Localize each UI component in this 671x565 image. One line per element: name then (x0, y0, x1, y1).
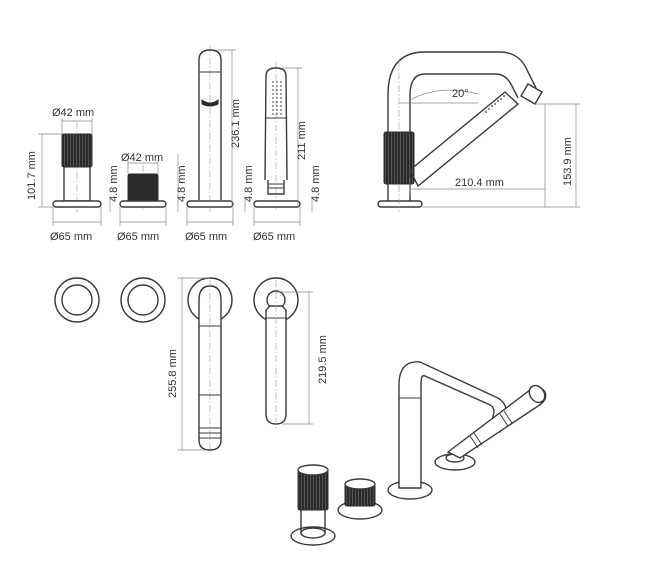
dim-short-knob-base-diameter: Ø65 mm (117, 231, 159, 243)
dim-handshower-height: 211 mm (296, 121, 308, 160)
dim-short-knob-base-height: 4.8 mm (176, 165, 188, 202)
knurled-handle (383, 131, 415, 185)
front-view-short-knob (119, 154, 179, 226)
dim-spout-base-diameter: Ø65 mm (185, 231, 227, 243)
knurled-handle (61, 133, 93, 168)
dim-handshower-base-height: 4.8 mm (310, 165, 322, 202)
dim-top-handshower-length: 219.5 mm (317, 335, 329, 384)
dim-spout-outlet-height: 153.9 mm (562, 137, 574, 186)
dim-top-spout-length: 255.8 mm (167, 349, 179, 398)
perspective-view (290, 361, 547, 546)
dim-short-knob-diameter: Ø42 mm (121, 152, 163, 164)
dim-spout-angle: 20° (452, 88, 469, 100)
top-view-tall-knob (54, 277, 100, 323)
front-view-spout (186, 45, 246, 226)
top-view-spout (178, 277, 233, 452)
top-view-short-knob (120, 277, 166, 323)
dim-spout-reach: 210.4 mm (455, 177, 504, 189)
top-view-hand-shower (253, 277, 313, 428)
dim-handshower-base-diameter: Ø65 mm (253, 231, 295, 243)
side-view-spout (377, 51, 580, 212)
dim-tall-knob-base-diameter: Ø65 mm (50, 231, 92, 243)
knurled-handle (297, 469, 329, 511)
dim-tall-knob-base-height: 4.8 mm (108, 165, 120, 202)
shower-nozzles (272, 81, 282, 115)
shower-nozzles (485, 95, 505, 113)
dim-tall-knob-height: 101.7 mm (26, 151, 38, 200)
front-view-tall-knob (38, 118, 111, 226)
dim-spout-base-height: 4.8 mm (243, 165, 255, 202)
knurled-handle (127, 173, 159, 203)
dim-tall-knob-diameter: Ø42 mm (52, 107, 94, 119)
dim-spout-height: 236.1 mm (230, 99, 242, 148)
front-view-hand-shower (253, 62, 313, 226)
